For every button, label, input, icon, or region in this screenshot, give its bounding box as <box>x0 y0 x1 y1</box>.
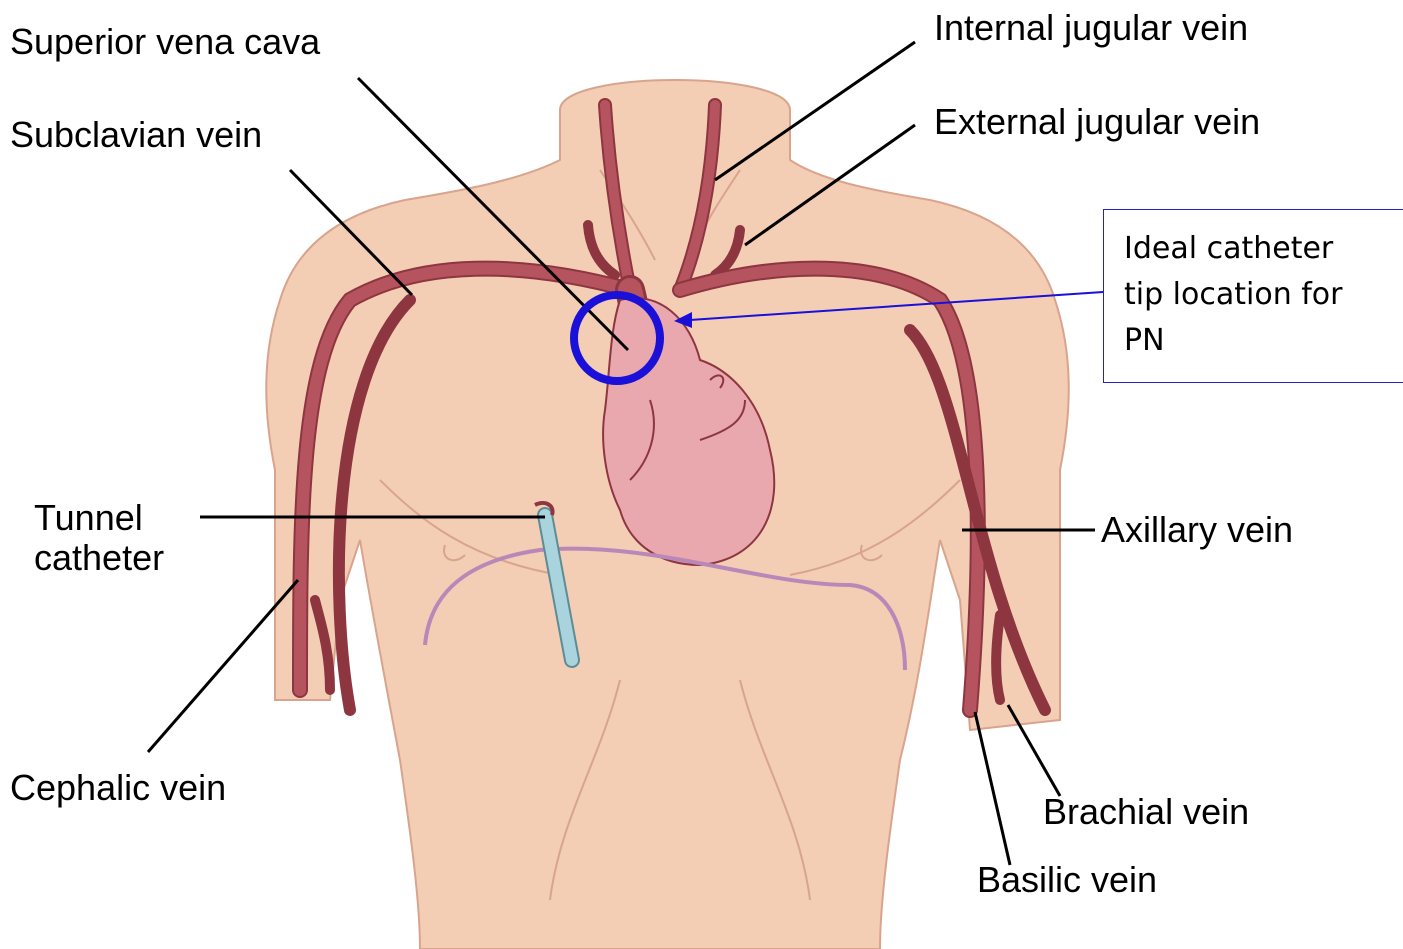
label-external-jugular-vein: External jugular vein <box>934 102 1260 142</box>
label-subclavian-vein: Subclavian vein <box>10 115 262 155</box>
label-cephalic-vein: Cephalic vein <box>10 768 226 808</box>
label-tunnel-catheter: Tunnel catheter <box>34 498 164 578</box>
label-internal-jugular-vein: Internal jugular vein <box>934 8 1248 48</box>
label-brachial-vein: Brachial vein <box>1043 792 1249 832</box>
label-axillary-vein: Axillary vein <box>1101 510 1293 550</box>
label-basilic-vein: Basilic vein <box>977 860 1157 900</box>
label-superior-vena-cava: Superior vena cava <box>10 22 320 62</box>
ideal-tip-callout: Ideal catheter tip location for PN <box>1103 209 1403 383</box>
